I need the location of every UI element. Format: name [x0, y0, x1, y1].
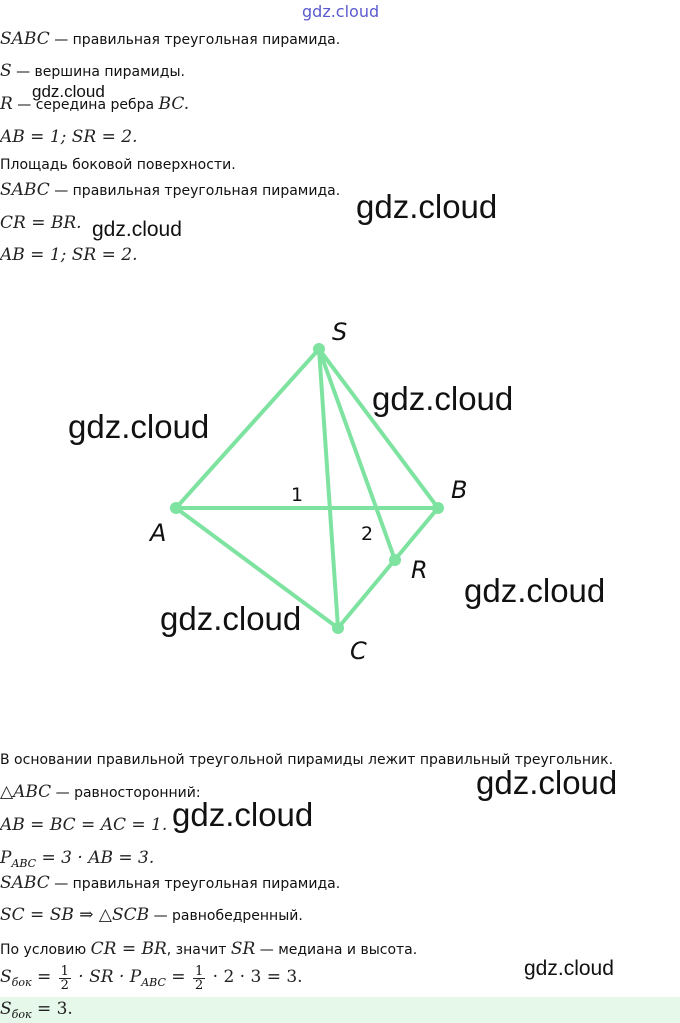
find-line: Площадь боковой поверхности. — [0, 156, 236, 174]
area-eq2: = — [165, 967, 191, 987]
pyramid-edges — [174, 347, 440, 630]
condition-math: CR = BR — [90, 939, 167, 959]
sides-equation: AB = BC = AC = 1. — [0, 815, 168, 835]
vertex-a-dot — [170, 502, 182, 514]
given-midpoint-desc: — середина ребра — [12, 97, 159, 113]
given-edge-end: . — [183, 94, 190, 114]
vertex-s-dot — [313, 343, 325, 355]
watermark-top: gdz.cloud — [302, 2, 380, 21]
answer-s: S — [0, 999, 12, 1019]
solution-line-4: PABC = 3 · AB = 3. — [0, 848, 155, 870]
vertex-b-dot — [432, 502, 444, 514]
base-statement: В основании правильной треугольной пирам… — [0, 752, 614, 768]
find-text: Площадь боковой поверхности. — [0, 157, 236, 173]
fraction-denominator: 2 — [194, 977, 204, 993]
answer-rest: = 3. — [31, 999, 73, 1019]
answer-line: Sбок = 3. — [0, 999, 73, 1021]
area-end: · 2 · 3 = 3. — [207, 967, 303, 987]
solution-line-5: SABC — правильная треугольная пирамида. — [0, 874, 340, 893]
watermark: gdz.cloud — [92, 218, 182, 241]
head-pyramid-name: SABC — [0, 180, 50, 200]
watermark: gdz.cloud — [524, 957, 614, 980]
area-p-sub: ABC — [141, 976, 166, 989]
fraction-denominator: 2 — [60, 977, 69, 993]
equilateral-triangle: △ABC — [0, 782, 52, 802]
perimeter-rest: = 3 · AB = 3. — [36, 848, 155, 868]
solution-line-7: По условию CR = BR, значит SR — медиана … — [0, 940, 417, 959]
point-r-label: R — [411, 556, 428, 584]
vertex-a-label: A — [148, 519, 166, 547]
isosceles-desc: — равнобедренный. — [149, 908, 303, 924]
answer-highlight — [0, 997, 680, 1023]
given-midpoint: R — [0, 94, 13, 114]
condition-mid: , значит — [166, 942, 231, 958]
head-lengths: AB = 1; SR = 2. — [0, 245, 138, 265]
given-pyramid-desc: — правильная треугольная пирамида. — [49, 32, 341, 48]
equilateral-desc: — равносторонний: — [51, 785, 201, 801]
condition-math-sr: SR — [230, 939, 256, 959]
condition-pre: По условию — [0, 942, 91, 958]
area-s: S — [0, 967, 12, 987]
head-cr-br: CR = BR. — [0, 213, 82, 233]
watermark: gdz.cloud — [372, 380, 514, 417]
given-line-3: R — середина ребра BC. — [0, 95, 189, 114]
angle-1-label: 1 — [291, 484, 303, 506]
segment-sr — [317, 347, 397, 562]
solution-line-3: AB = BC = AC = 1. — [0, 816, 167, 835]
edge-sb — [317, 347, 440, 510]
vertex-c-dot — [332, 622, 344, 634]
vertex-s-label: S — [332, 318, 347, 346]
fraction-numerator: 1 — [58, 963, 71, 979]
fraction-numerator: 1 — [192, 963, 206, 979]
watermark: gdz.cloud — [160, 600, 302, 637]
regular-pyramid-desc: — правильная треугольная пирамида. — [49, 876, 341, 892]
answer-sub: бок — [11, 1008, 32, 1021]
pyramid-figure: S A B C R 1 2 — [148, 318, 467, 665]
watermark: gdz.cloud — [464, 572, 606, 609]
condition-post: — медиана и высота. — [255, 942, 418, 958]
vertex-dots — [170, 343, 444, 634]
area-sub: бок — [11, 976, 32, 989]
watermark: gdz.cloud — [356, 188, 498, 225]
head-line-1: SABC — правильная треугольная пирамида. — [0, 181, 340, 200]
edge-sa — [174, 347, 321, 510]
given-apex-desc: — вершина пирамиды. — [11, 64, 185, 80]
given-edge: BC — [158, 94, 184, 114]
given-line-4: AB = 1; SR = 2. — [0, 128, 138, 147]
edge-cb — [336, 506, 440, 630]
area-eq1: = — [31, 967, 57, 987]
edge-sc — [317, 347, 340, 630]
given-pyramid-name: SABC — [0, 29, 50, 49]
isosceles-math: SC = SB ⇒ △SCB — [0, 905, 150, 925]
watermark: gdz.cloud — [68, 408, 210, 445]
watermark: gdz.cloud — [476, 764, 618, 801]
area-mid: · SR · — [72, 967, 130, 987]
point-r-dot — [389, 554, 401, 566]
area-p: P — [129, 967, 142, 987]
head-line-2: CR = BR. — [0, 214, 82, 233]
perimeter-p: P — [0, 848, 12, 868]
solution-line-2: △ABC — равносторонний: — [0, 783, 201, 802]
given-line-2: S — вершина пирамиды. — [0, 62, 185, 81]
watermark: gdz.cloud — [32, 82, 105, 101]
given-line-1: SABC — правильная треугольная пирамида. — [0, 30, 340, 49]
watermark: gdz.cloud — [172, 796, 314, 833]
head-pyramid-desc: — правильная треугольная пирамида. — [49, 183, 341, 199]
vertex-c-label: C — [350, 637, 367, 665]
head-line-3: AB = 1; SR = 2. — [0, 246, 138, 265]
regular-pyramid-name: SABC — [0, 873, 50, 893]
given-lengths: AB = 1; SR = 2. — [0, 127, 138, 147]
perimeter-sub: ABC — [11, 857, 37, 870]
edge-ac — [174, 506, 340, 630]
given-apex: S — [0, 61, 12, 81]
solution-line-1: В основании правильной треугольной пирам… — [0, 751, 613, 769]
vertex-b-label: B — [451, 476, 467, 504]
solution-line-6: SC = SB ⇒ △SCB — равнобедренный. — [0, 906, 303, 925]
angle-2-label: 2 — [361, 523, 373, 545]
